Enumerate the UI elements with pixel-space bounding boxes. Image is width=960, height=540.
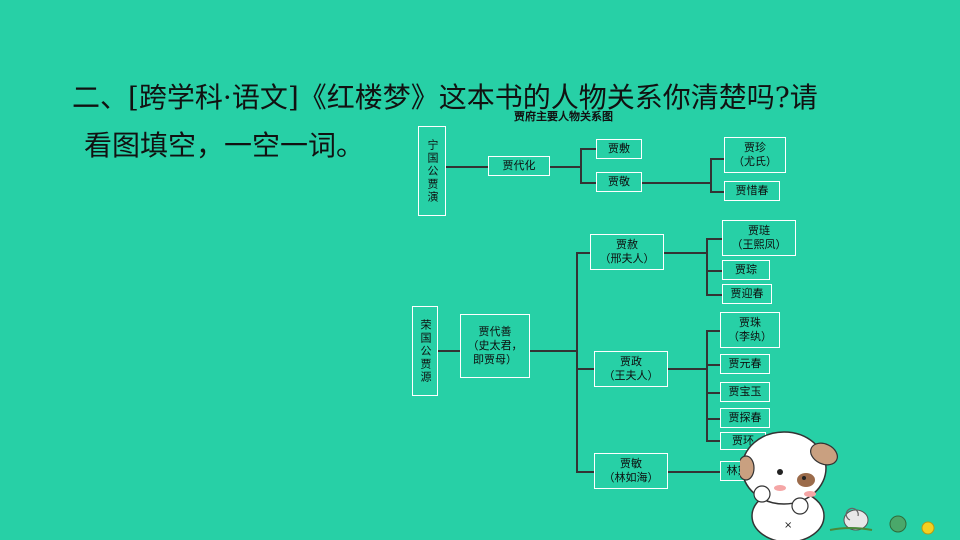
- rong-gen3-2: 贾政 （王夫人）: [594, 351, 668, 387]
- puppy-mascot-icon: ×: [740, 431, 935, 540]
- question-line-2: 看图填空，一空一词。: [84, 129, 365, 162]
- rong-gen3-1: 贾赦 （邢夫人）: [590, 234, 664, 270]
- svg-text:×: ×: [784, 520, 792, 531]
- ning-gen4-2: 贾惜春: [724, 181, 780, 201]
- rong-gen2: 贾代善 （史太君， 即贾母）: [460, 314, 530, 378]
- zheng-child-3: 贾宝玉: [720, 382, 770, 402]
- ning-gen3-1: 贾敷: [596, 139, 642, 159]
- zheng-child-1: 贾珠 （李纨）: [720, 312, 780, 348]
- she-child-1: 贾琏 （王熙凤）: [722, 220, 796, 256]
- ning-gen4-1: 贾珍 （尤氏）: [724, 137, 786, 173]
- she-child-3: 贾迎春: [722, 284, 772, 304]
- zheng-child-2: 贾元春: [720, 354, 770, 374]
- ning-root: 宁国公贾演: [418, 126, 446, 216]
- rong-gen3-3: 贾敏 （林如海）: [594, 453, 668, 489]
- ning-gen2: 贾代化: [488, 156, 550, 176]
- zheng-child-4: 贾探春: [720, 408, 770, 428]
- rong-root: 荣国公贾源: [412, 306, 438, 396]
- question-line-1: 二、[跨学科·语文]《红楼梦》这本书的人物关系你清楚吗?请: [72, 81, 818, 114]
- diagram-title: 贾府主要人物关系图: [514, 110, 613, 123]
- ning-gen3-2: 贾敬: [596, 172, 642, 192]
- question-text: 二、[跨学科·语文]《红楼梦》这本书的人物关系你清楚吗?请 看图填空，一空一词。: [72, 74, 922, 170]
- she-child-2: 贾琮: [722, 260, 770, 280]
